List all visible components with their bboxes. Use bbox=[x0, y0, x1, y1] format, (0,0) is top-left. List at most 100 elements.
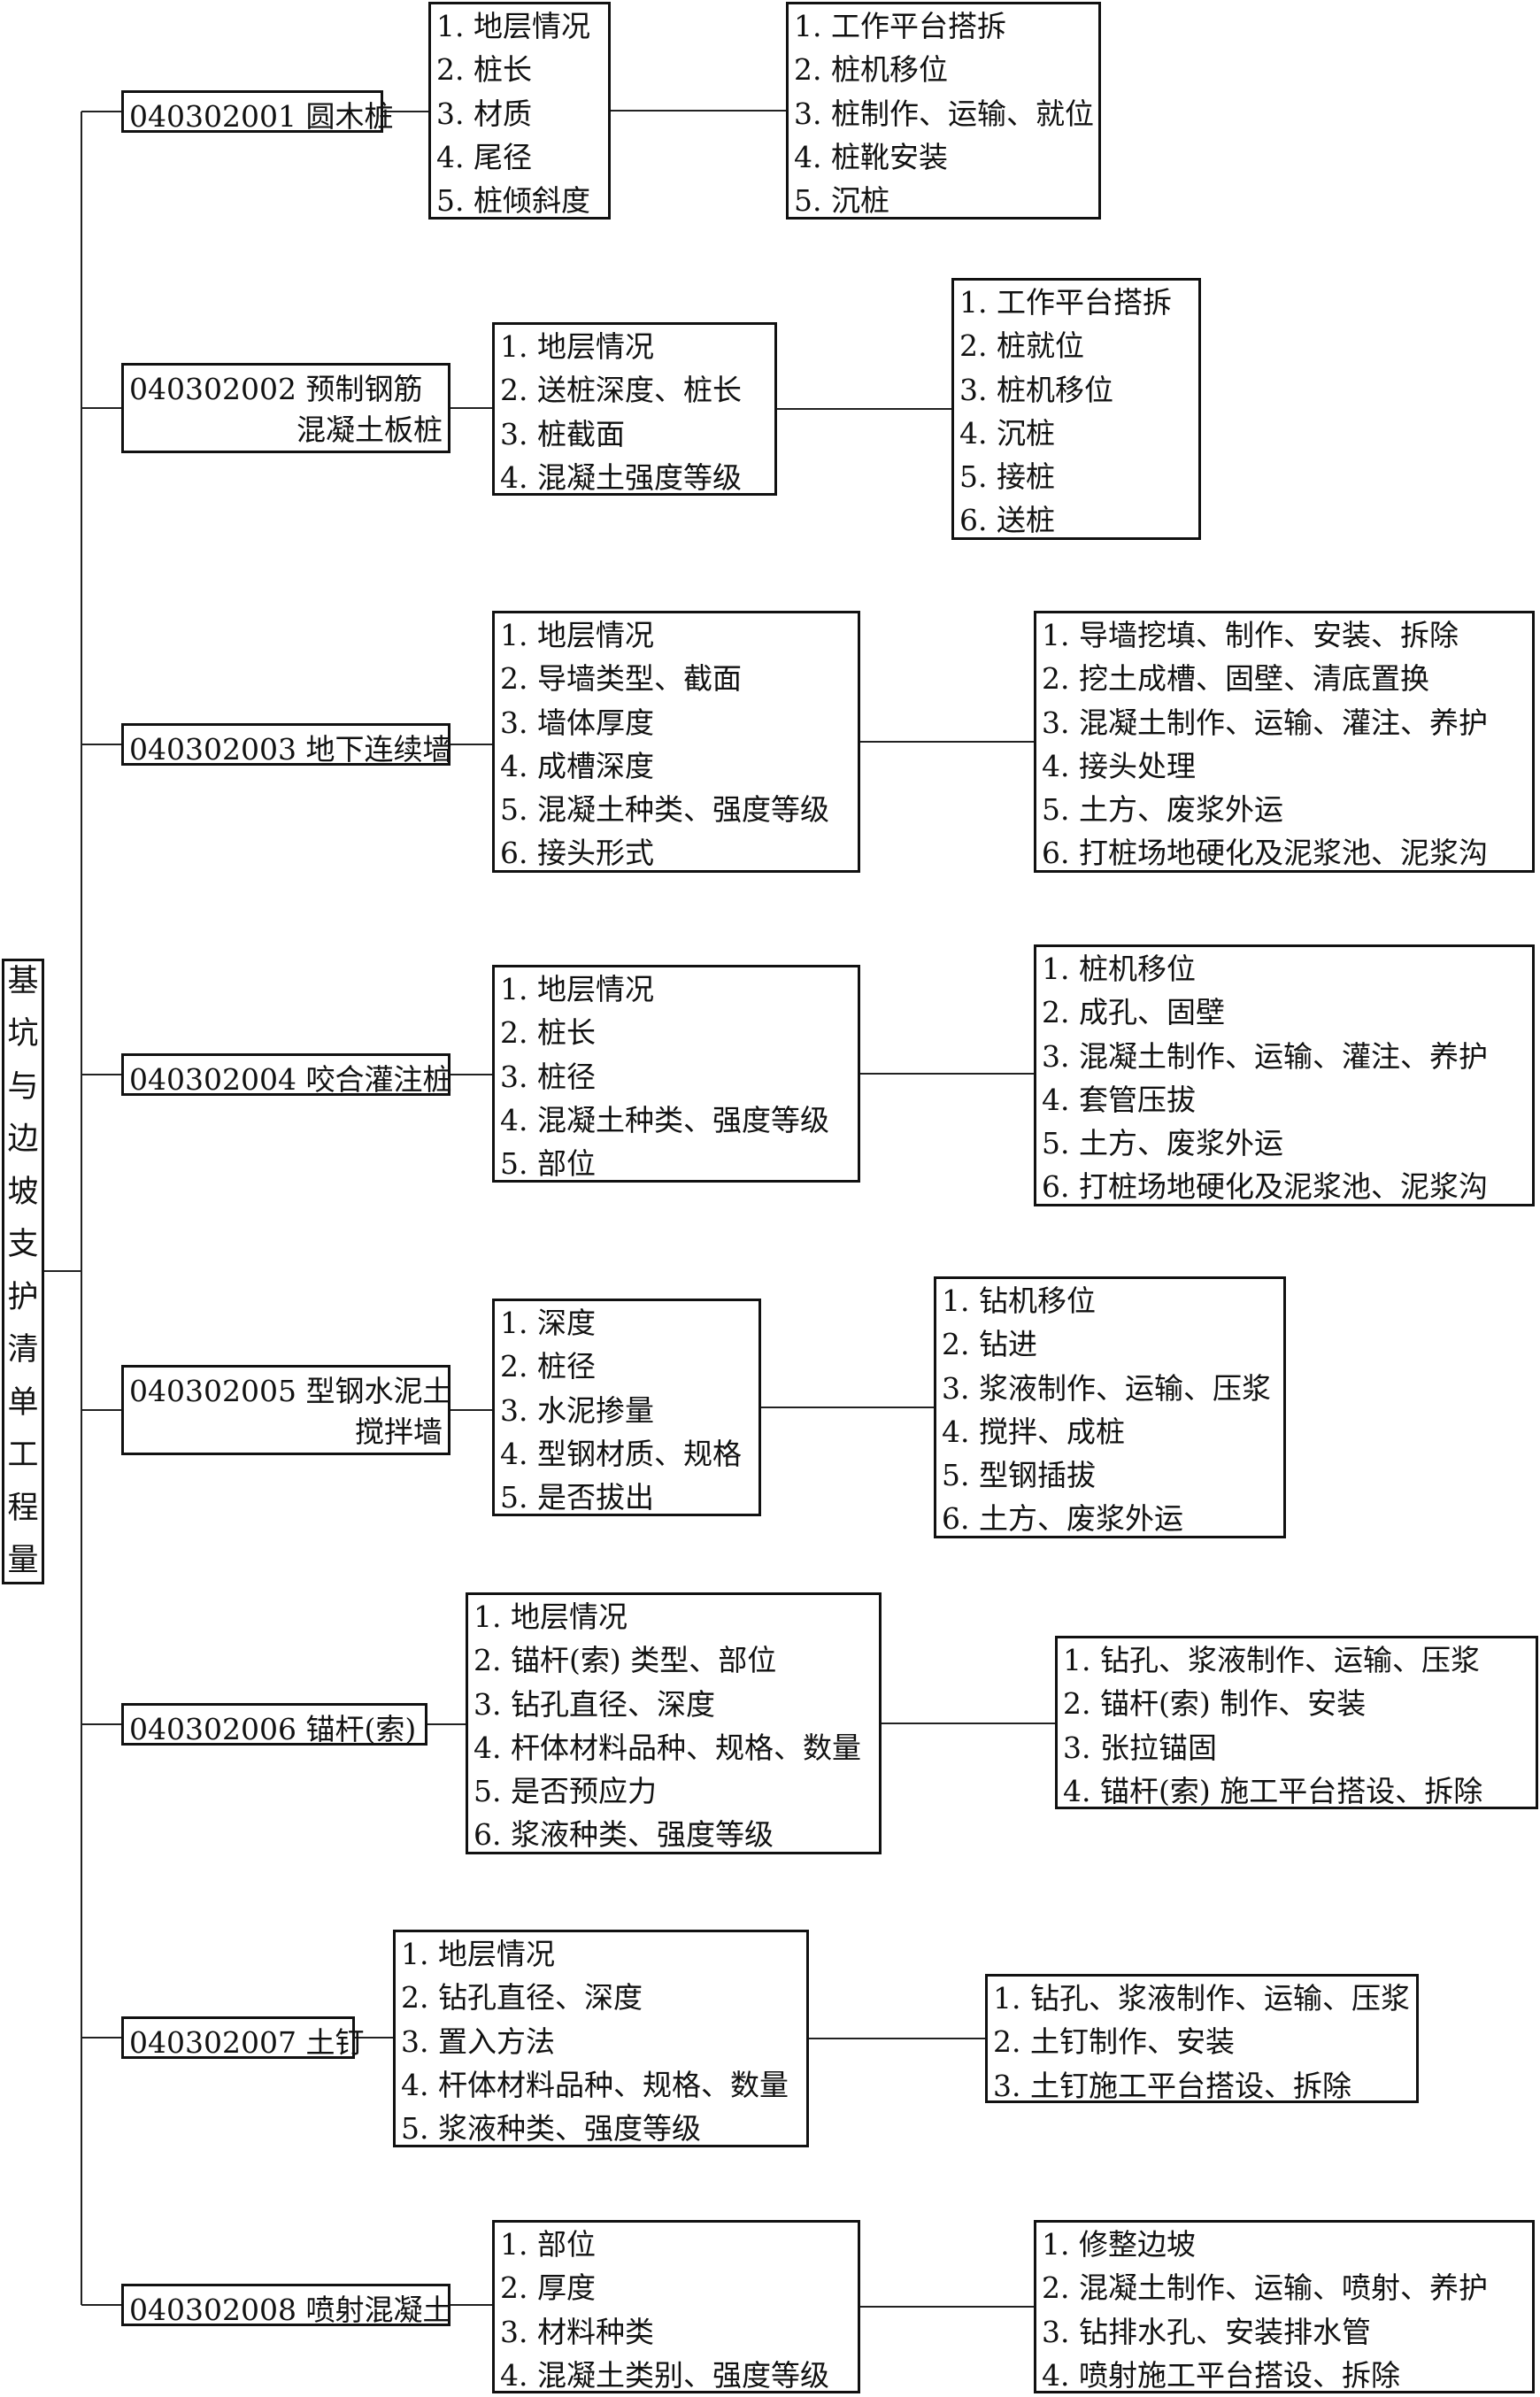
list-item: 3. 钻排水孔、安装排水管 bbox=[1042, 2314, 1371, 2349]
list-item: 5. 部位 bbox=[500, 1146, 596, 1182]
list-item: 5. 型钢插拔 bbox=[942, 1458, 1096, 1493]
root-char: 清 bbox=[7, 1332, 39, 1368]
item-code: 040302003 bbox=[129, 732, 296, 767]
list-item: 1. 导墙挖填、制作、安装、拆除 bbox=[1042, 618, 1459, 652]
list-item: 4. 混凝土种类、强度等级 bbox=[500, 1102, 829, 1137]
list-item: 2. 成孔、固壁 bbox=[1042, 995, 1225, 1030]
item-code-line: 040302002 预制钢筋 bbox=[129, 372, 422, 406]
list-item: 5. 土方、废浆外运 bbox=[1042, 792, 1283, 828]
root-char: 量 bbox=[7, 1542, 39, 1578]
item-code: 040302005 bbox=[129, 1374, 296, 1408]
list-item: 2. 送桩深度、桩长 bbox=[500, 373, 742, 408]
root-char: 与 bbox=[7, 1068, 39, 1105]
list-item: 4. 锚杆(索) 施工平台搭设、拆除 bbox=[1063, 1773, 1483, 1808]
root-char: 基 bbox=[7, 964, 39, 999]
list-item: 6. 浆液种类、强度等级 bbox=[474, 1817, 774, 1853]
item-name: 土钉 bbox=[305, 2025, 365, 2060]
item-name-cont: 混凝土板桩 bbox=[296, 412, 443, 447]
list-item: 2. 厚度 bbox=[500, 2270, 596, 2306]
list-item: 4. 杆体材料品种、规格、数量 bbox=[401, 2067, 789, 2102]
list-item: 2. 锚杆(索) 制作、安装 bbox=[1063, 1686, 1367, 1722]
list-item: 4. 杆体材料品种、规格、数量 bbox=[474, 1730, 861, 1765]
list-item: 4. 型钢材质、规格 bbox=[500, 1436, 742, 1471]
list-item: 1. 钻机移位 bbox=[942, 1283, 1096, 1318]
list-item: 2. 导墙类型、截面 bbox=[500, 661, 742, 697]
list-item: 5. 是否拔出 bbox=[500, 1480, 654, 1515]
item-name: 喷射混凝土 bbox=[305, 2293, 452, 2327]
root-char: 坑 bbox=[7, 1016, 39, 1052]
list-item: 2. 桩机移位 bbox=[794, 52, 948, 88]
list-item: 2. 桩径 bbox=[500, 1349, 596, 1384]
item-code-node: 040302005 型钢水泥土搅拌墙 bbox=[121, 1365, 451, 1455]
list-item: 5. 是否预应力 bbox=[474, 1774, 657, 1809]
item-name: 地下连续墙 bbox=[305, 732, 452, 767]
feature-list: 1. 部位 2. 厚度 3. 材料种类 4. 混凝土类别、强度等级 bbox=[492, 2220, 860, 2393]
list-item: 3. 材料种类 bbox=[500, 2314, 654, 2349]
item-code: 040302002 bbox=[129, 372, 296, 406]
list-item: 3. 浆液制作、运输、压浆 bbox=[942, 1370, 1271, 1406]
root-char: 坡 bbox=[7, 1174, 39, 1210]
list-item: 6. 土方、废浆外运 bbox=[942, 1501, 1183, 1537]
list-item: 1. 地层情况 bbox=[474, 1599, 628, 1634]
root-char: 边 bbox=[7, 1121, 39, 1158]
item-name: 锚杆(索) bbox=[305, 1712, 417, 1746]
item-code-line: 040302005 型钢水泥土 bbox=[129, 1374, 451, 1408]
list-item: 1. 地层情况 bbox=[500, 329, 654, 364]
list-item: 3. 墙体厚度 bbox=[500, 705, 654, 740]
item-name: 预制钢筋 bbox=[305, 372, 423, 406]
list-item: 5. 浆液种类、强度等级 bbox=[401, 2111, 701, 2147]
root-char: 单 bbox=[7, 1384, 39, 1421]
list-item: 3. 钻孔直径、深度 bbox=[474, 1686, 715, 1722]
item-code-line: 040302004 咬合灌注桩 bbox=[129, 1062, 451, 1097]
item-code-node: 040302002 预制钢筋混凝土板桩 bbox=[121, 363, 450, 453]
root-char: 护 bbox=[7, 1279, 39, 1315]
feature-list: 1. 深度 2. 桩径 3. 水泥掺量 4. 型钢材质、规格 5. 是否拔出 bbox=[492, 1299, 761, 1516]
item-name: 型钢水泥土 bbox=[305, 1374, 452, 1408]
item-name: 圆木桩 bbox=[305, 99, 394, 134]
list-item: 2. 土钉制作、安装 bbox=[993, 2024, 1235, 2060]
list-item: 2. 桩就位 bbox=[959, 328, 1084, 364]
list-item: 4. 搅拌、成桩 bbox=[942, 1414, 1125, 1449]
list-item: 1. 部位 bbox=[500, 2227, 596, 2262]
list-item: 1. 地层情况 bbox=[500, 972, 654, 1006]
item-code: 040302006 bbox=[129, 1712, 296, 1746]
list-item: 6. 打桩场地硬化及泥浆池、泥浆沟 bbox=[1042, 836, 1488, 871]
work-list: 1. 钻机移位 2. 钻进 3. 浆液制作、运输、压浆 4. 搅拌、成桩 5. 型钢插拔… bbox=[934, 1276, 1286, 1538]
list-item: 6. 打桩场地硬化及泥浆池、泥浆沟 bbox=[1042, 1169, 1488, 1205]
list-item: 1. 深度 bbox=[500, 1306, 596, 1340]
list-item: 3. 土钉施工平台搭设、拆除 bbox=[993, 2068, 1351, 2103]
list-item: 4. 混凝土类别、强度等级 bbox=[500, 2357, 829, 2393]
list-item: 4. 套管压拔 bbox=[1042, 1082, 1196, 1117]
item-code-line: 040302008 喷射混凝土 bbox=[129, 2293, 451, 2327]
item-code: 040302001 bbox=[129, 99, 296, 134]
item-code-node: 040302008 喷射混凝土 bbox=[121, 2284, 451, 2327]
list-item: 1. 地层情况 bbox=[436, 9, 590, 43]
list-item: 1. 工作平台搭拆 bbox=[959, 285, 1172, 320]
list-item: 1. 修整边坡 bbox=[1042, 2227, 1196, 2262]
item-name-cont: 搅拌墙 bbox=[355, 1414, 443, 1449]
list-item: 4. 成槽深度 bbox=[500, 748, 654, 783]
list-item: 3. 混凝土制作、运输、灌注、养护 bbox=[1042, 705, 1488, 740]
list-item: 4. 尾径 bbox=[436, 139, 532, 174]
list-item: 2. 桩长 bbox=[500, 1015, 596, 1051]
list-item: 3. 桩截面 bbox=[500, 416, 625, 451]
list-item: 2. 锚杆(索) 类型、部位 bbox=[474, 1643, 777, 1678]
item-code: 040302007 bbox=[129, 2025, 296, 2060]
list-item: 2. 钻进 bbox=[942, 1327, 1037, 1362]
item-code-node: 040302006 锚杆(索) bbox=[121, 1703, 427, 1746]
list-item: 1. 钻孔、浆液制作、运输、压浆 bbox=[1063, 1643, 1480, 1677]
list-item: 5. 接桩 bbox=[959, 459, 1055, 495]
list-item: 2. 桩长 bbox=[436, 52, 532, 88]
list-item: 3. 水泥掺量 bbox=[500, 1392, 654, 1428]
feature-list: 1. 地层情况 2. 锚杆(索) 类型、部位 3. 钻孔直径、深度 4. 杆体材料品种… bbox=[466, 1592, 882, 1854]
item-code-line: 040302007 土钉 bbox=[129, 2025, 364, 2060]
